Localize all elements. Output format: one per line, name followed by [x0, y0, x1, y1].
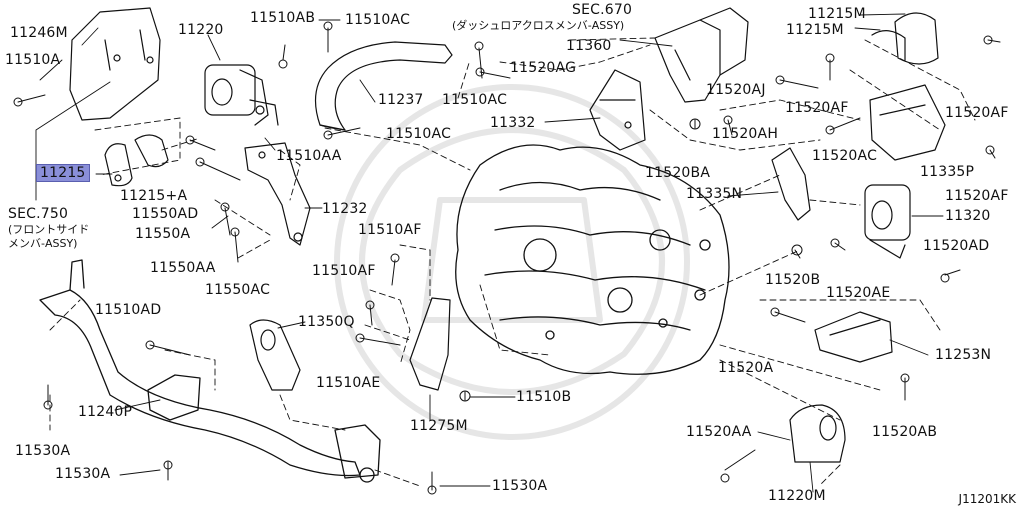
label-11520AD[interactable]: 11520AD	[923, 238, 990, 254]
label-11520AJ[interactable]: 11520AJ	[706, 82, 766, 98]
bracket-11335P	[869, 84, 946, 161]
label-11550AD[interactable]: 11550AD	[132, 206, 199, 222]
label-11510AE[interactable]: 11510AE	[316, 375, 381, 391]
engine-block	[455, 144, 730, 375]
bracket-11275M	[409, 297, 451, 391]
label-11215M-1[interactable]: 11215M	[808, 6, 866, 22]
sec670-number[interactable]: SEC.670	[572, 2, 633, 18]
label-11520AF-2[interactable]: 11520AF	[945, 105, 1009, 121]
label-11520AG[interactable]: 11520AG	[510, 60, 577, 76]
label-11520AC[interactable]: 11520AC	[812, 148, 878, 164]
label-11510AD[interactable]: 11510AD	[95, 302, 162, 318]
label-11332[interactable]: 11332	[490, 115, 536, 131]
bracket-11360	[654, 7, 749, 103]
label-11520A[interactable]: 11520A	[718, 360, 774, 376]
sec750-text2: メンバ-ASSY)	[8, 237, 78, 250]
bolts	[13, 21, 1001, 495]
label-11335N[interactable]: 11335N	[686, 186, 743, 202]
label-11220M[interactable]: 11220M	[768, 488, 826, 504]
diagram-code: J11201KK	[958, 492, 1016, 506]
label-11510AC-low[interactable]: 11510AC	[386, 126, 452, 142]
label-11275M[interactable]: 11275M	[410, 418, 468, 434]
sec750-text: (フロントサイド	[8, 223, 90, 236]
label-11520B[interactable]: 11520B	[765, 272, 821, 288]
label-11215[interactable]: 11215	[36, 164, 90, 182]
label-11530A-2[interactable]: 11530A	[55, 466, 111, 482]
label-11510AC-top[interactable]: 11510AC	[345, 12, 411, 28]
label-11510A[interactable]: 11510A	[5, 52, 61, 68]
label-11510AB[interactable]: 11510AB	[250, 10, 316, 26]
label-11550AC[interactable]: 11550AC	[205, 282, 271, 298]
label-11350Q[interactable]: 11350Q	[298, 314, 355, 330]
left-bracket	[69, 7, 161, 121]
bracket-11335N	[771, 147, 811, 221]
label-11510AF-1[interactable]: 11510AF	[358, 222, 422, 238]
label-11530A-1[interactable]: 11530A	[15, 443, 71, 459]
label-11215A[interactable]: 11215+A	[120, 188, 188, 204]
label-11360[interactable]: 11360	[566, 38, 612, 54]
label-11510AC-mid[interactable]: 11510AC	[442, 92, 508, 108]
dashed-lines	[49, 37, 976, 487]
label-11237[interactable]: 11237	[378, 92, 424, 108]
strap-11237	[314, 41, 453, 131]
sec750-number[interactable]: SEC.750	[8, 206, 69, 222]
label-11520BA[interactable]: 11520BA	[645, 165, 711, 181]
bracket-11253N	[814, 311, 893, 363]
label-11232[interactable]: 11232	[322, 201, 368, 217]
label-11510AA[interactable]: 11510AA	[276, 148, 342, 164]
label-11550A[interactable]: 11550A	[135, 226, 191, 242]
label-11246M[interactable]: 11246M	[10, 25, 68, 41]
watermark-emblem	[334, 84, 690, 440]
label-11253N[interactable]: 11253N	[935, 347, 992, 363]
label-11530A-3[interactable]: 11530A	[492, 478, 548, 494]
label-11520AF-3[interactable]: 11520AF	[945, 188, 1009, 204]
label-11520AF-1[interactable]: 11520AF	[785, 100, 849, 116]
upper-mount-11220	[204, 64, 279, 126]
label-11320[interactable]: 11320	[945, 208, 991, 224]
bracket-11232	[244, 142, 311, 246]
sec670-text: (ダッシュロアクロスメンバ-ASSY)	[452, 19, 625, 32]
crossmember-11240P	[39, 259, 381, 483]
mount-11350Q	[249, 319, 301, 391]
label-11520AA[interactable]: 11520AA	[686, 424, 752, 440]
mount-pads	[104, 134, 169, 187]
label-11240P[interactable]: 11240P	[78, 404, 133, 420]
label-11510B[interactable]: 11510B	[516, 389, 572, 405]
label-11550AA[interactable]: 11550AA	[150, 260, 216, 276]
label-11220[interactable]: 11220	[178, 22, 224, 38]
right-mount-11215M	[871, 12, 939, 65]
label-11520AH[interactable]: 11520AH	[712, 126, 779, 142]
label-11520AB[interactable]: 11520AB	[872, 424, 938, 440]
mount-11220M	[789, 404, 846, 463]
label-11215M-2[interactable]: 11215M	[786, 22, 844, 38]
label-11335P[interactable]: 11335P	[920, 164, 975, 180]
label-11510AF-2[interactable]: 11510AF	[312, 263, 376, 279]
bracket-11332	[589, 69, 646, 151]
mount-11320	[864, 184, 911, 259]
label-11520AE[interactable]: 11520AE	[826, 285, 891, 301]
